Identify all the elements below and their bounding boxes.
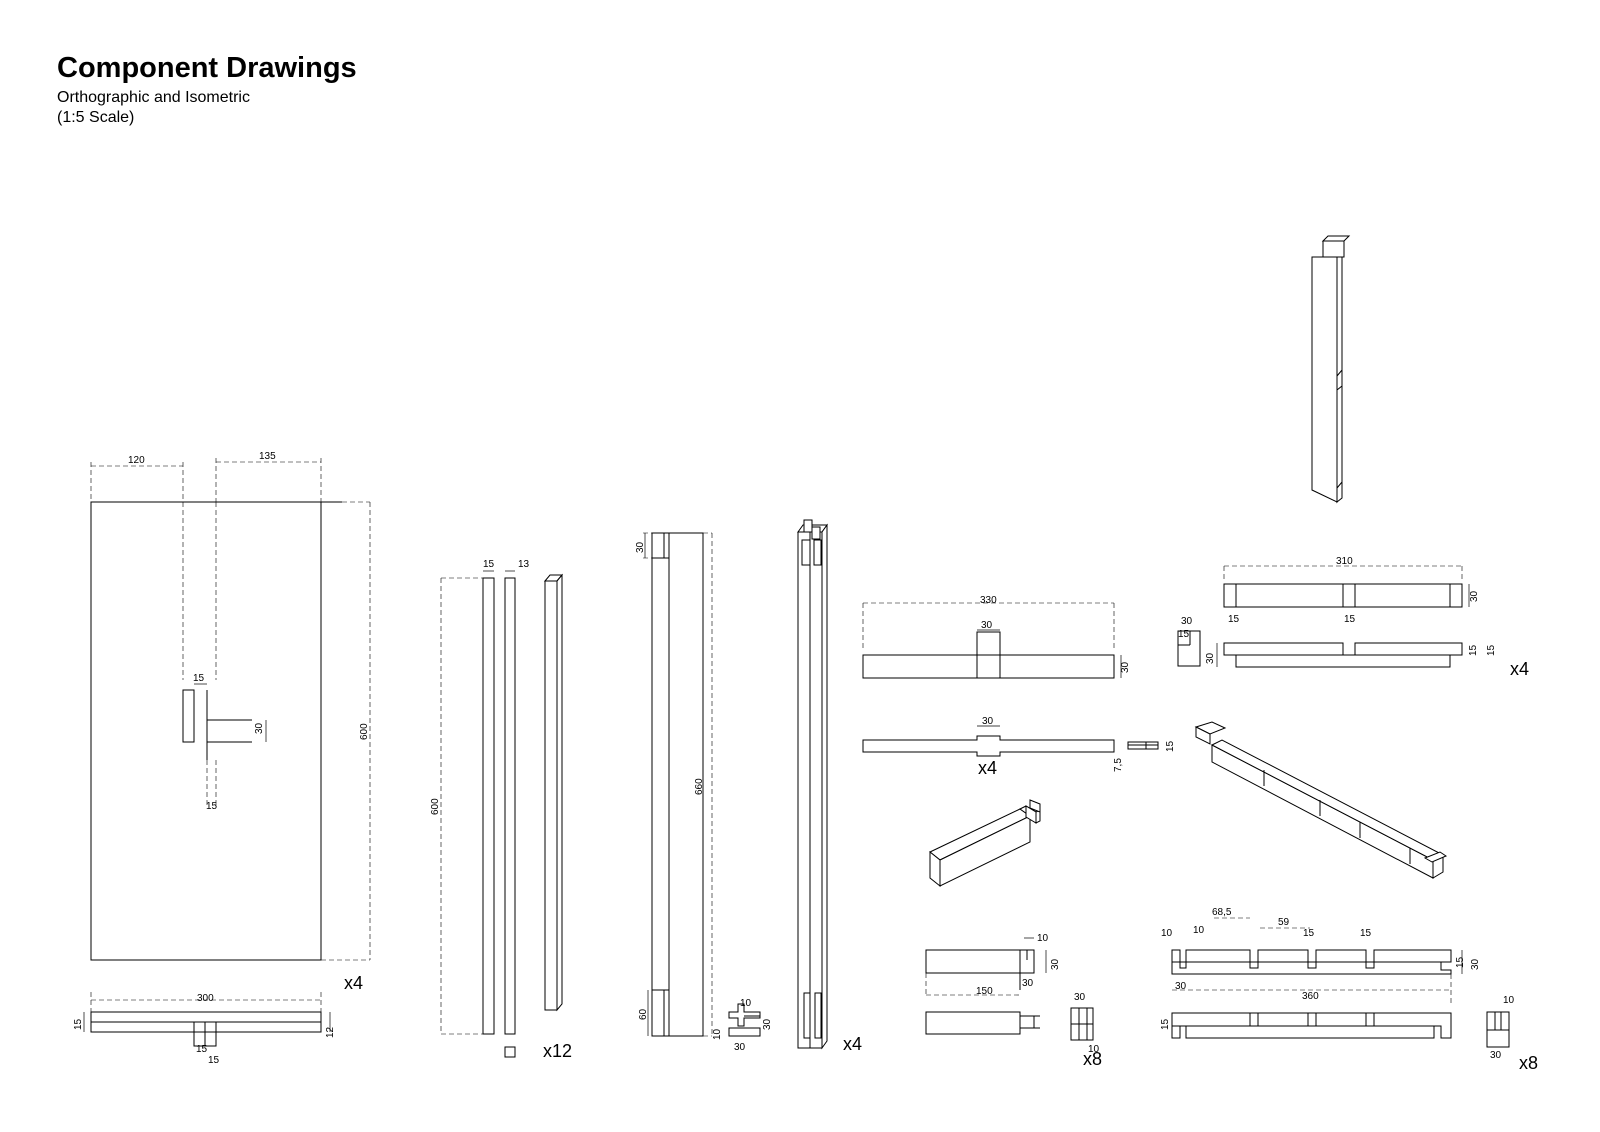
dim-strip-15: 15 (483, 559, 495, 570)
dim-68-5: 68,5 (1212, 907, 1232, 918)
strips-drawing: 600 15 13 x12 (430, 559, 572, 1061)
dim-strip-600: 600 (430, 798, 441, 815)
panel-section (90, 1011, 322, 1023)
subtitle-line-1: Orthographic and Isometric (57, 89, 250, 106)
dim-peg-sec-30: 30 (1074, 992, 1086, 1003)
crossbar-long-iso-vertical (1311, 235, 1351, 504)
dim-tab-15a: 15 (196, 1044, 208, 1055)
dim-sec-15: 15 (73, 1018, 84, 1030)
dim-rail-sec-30: 30 (1490, 1050, 1502, 1061)
post-quantity: x4 (843, 1034, 862, 1054)
dim-notch2-30: 30 (982, 716, 994, 727)
dim-rail-30: 30 (1470, 958, 1481, 970)
dim-slot-30: 30 (254, 722, 265, 734)
dim-cl-t2: 15 (1486, 644, 1497, 656)
panel-quantity: x4 (344, 973, 363, 993)
panel-slot (182, 689, 195, 743)
peg-iso-drawing (929, 799, 1041, 888)
dim-strip-13: 13 (518, 559, 530, 570)
crossbar-long-drawing: 310 15 15 30 30 15 15 x4 30 15 (1177, 235, 1529, 679)
crossbar-short-quantity: x4 (978, 758, 997, 778)
dim-59: 59 (1278, 917, 1290, 928)
dim-cs-15: 15 (1165, 740, 1176, 752)
post-section: 10 10 30 30 (712, 998, 773, 1053)
dim-peg-10: 10 (1037, 933, 1049, 944)
dim-slot-15: 15 (193, 673, 205, 684)
dim-rail-15b: 15 (1360, 928, 1372, 939)
dim-rail-10b: 10 (1193, 925, 1205, 936)
dim-tab-15b: 15 (208, 1055, 220, 1066)
dim-rail-end15: 15 (1455, 956, 1466, 968)
dim-post-60: 60 (638, 1008, 649, 1020)
crossbar-long-quantity: x4 (1510, 659, 1529, 679)
peg-quantity: x8 (1083, 1049, 1102, 1069)
dim-sec-10a: 10 (740, 998, 752, 1009)
dim-n1-15: 15 (1228, 614, 1240, 625)
dim-120: 120 (128, 455, 145, 466)
dim-n2-15: 15 (1344, 614, 1356, 625)
dim-600: 600 (359, 723, 370, 740)
peg-front (925, 949, 1021, 974)
strip-a (482, 577, 495, 1035)
dim-sec-cl-15: 15 (1178, 629, 1190, 640)
dim-310: 310 (1336, 556, 1353, 567)
dim-rail-15a: 15 (1303, 928, 1315, 939)
dim-peg-150: 150 (976, 986, 993, 997)
post-iso-drawing: x4 (797, 519, 862, 1054)
panel-drawing: 120 135 15 30 15 600 x4 300 15 12 15 (73, 451, 371, 1066)
dim-post-30: 30 (635, 541, 646, 553)
dim-peg-tab30: 30 (1022, 978, 1034, 989)
dim-rail-side15: 15 (1160, 1018, 1171, 1030)
dim-side-30: 30 (1205, 652, 1216, 664)
crossbar-short-top (862, 735, 1115, 757)
post-outline (651, 532, 704, 1037)
rail-top (1171, 1012, 1452, 1039)
dim-sec-12: 12 (325, 1026, 336, 1038)
rail-quantity: x8 (1519, 1053, 1538, 1073)
dim-notch-30: 30 (981, 620, 993, 631)
dim-sec-10b: 10 (712, 1028, 723, 1040)
rail-iso-drawing (1194, 721, 1448, 879)
page-subtitle: Orthographic and Isometric (1:5 Scale) (57, 88, 250, 128)
strips-quantity: x12 (543, 1041, 572, 1061)
dim-cl-30: 30 (1469, 590, 1480, 602)
dim-peg-sec-10: 10 (1088, 1044, 1100, 1055)
rail-front (1171, 949, 1452, 975)
crossbar-short-drawing: 330 30 30 30 x4 7,5 15 (862, 595, 1176, 778)
dim-cl-t1: 15 (1468, 644, 1479, 656)
dim-rail-left30: 30 (1175, 981, 1187, 992)
dim-rail-10a: 10 (1161, 928, 1173, 939)
dim-300: 300 (197, 993, 214, 1004)
dim-7-5: 7,5 (1113, 758, 1124, 772)
peg-drawing: 10 30 150 30 30 10 x8 (925, 933, 1102, 1069)
strip-iso (544, 580, 558, 1011)
page-title: Component Drawings (57, 52, 357, 84)
dim-135: 135 (259, 451, 276, 462)
dim-sec-30b: 30 (734, 1042, 746, 1053)
dim-360: 360 (1302, 991, 1319, 1002)
dim-rail-sec-10: 10 (1503, 995, 1515, 1006)
panel-outline (90, 501, 322, 961)
strip-b (504, 577, 516, 1035)
dim-peg-30: 30 (1050, 958, 1061, 970)
dim-330: 330 (980, 595, 997, 606)
post-drawing: 30 660 60 10 10 30 30 (635, 532, 773, 1053)
dim-sec-30: 30 (762, 1018, 773, 1030)
subtitle-line-2: (1:5 Scale) (57, 109, 135, 126)
crossbar-long-section (1177, 630, 1201, 667)
crossbar-short-front (862, 654, 1115, 679)
dim-cs-30: 30 (1120, 661, 1131, 673)
strip-section (504, 1046, 516, 1058)
peg-top (925, 1011, 1021, 1035)
dim-post-660: 660 (694, 778, 705, 795)
rail-drawing: 68,5 59 10 10 15 15 15 30 30 360 15 10 3… (1160, 907, 1538, 1073)
dim-sec-cl-30: 30 (1181, 616, 1193, 627)
dim-slot-b-15: 15 (206, 801, 218, 812)
